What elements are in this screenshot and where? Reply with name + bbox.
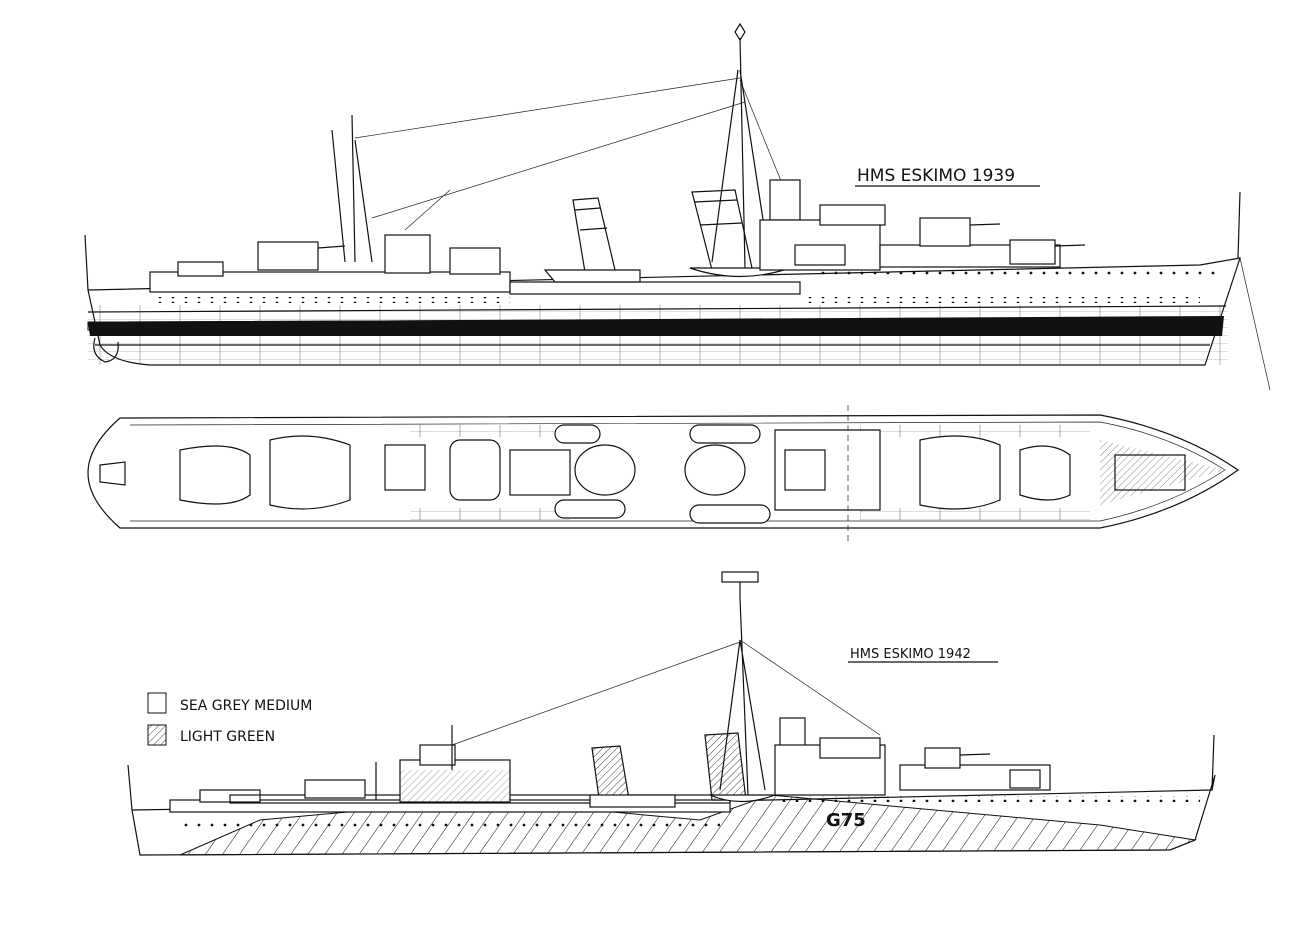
- hatched-swatch-icon: [147, 724, 167, 746]
- legend-item-light-green: LIGHT GREEN: [147, 724, 275, 746]
- color-legend: SEA GREY MEDIUM LIGHT GREEN: [147, 692, 312, 746]
- title-1939: HMS ESKIMO 1939: [857, 166, 1015, 186]
- title-1942: HMS ESKIMO 1942: [850, 647, 971, 662]
- svg-text:SEA GREY MEDIUM: SEA GREY MEDIUM: [180, 698, 312, 714]
- profile-1939: HMS ESKIMO 1939: [84, 22, 1271, 391]
- svg-text:LIGHT GREEN: LIGHT GREEN: [180, 729, 275, 745]
- legend-item-sea-grey-medium: SEA GREY MEDIUM: [147, 692, 312, 714]
- plain-swatch-icon: [147, 692, 167, 714]
- plan-view-1939: [87, 405, 1240, 545]
- pennant-number: G75: [826, 810, 866, 831]
- profile-1942: G75 HMS ESKIMO 1942: [127, 571, 1216, 856]
